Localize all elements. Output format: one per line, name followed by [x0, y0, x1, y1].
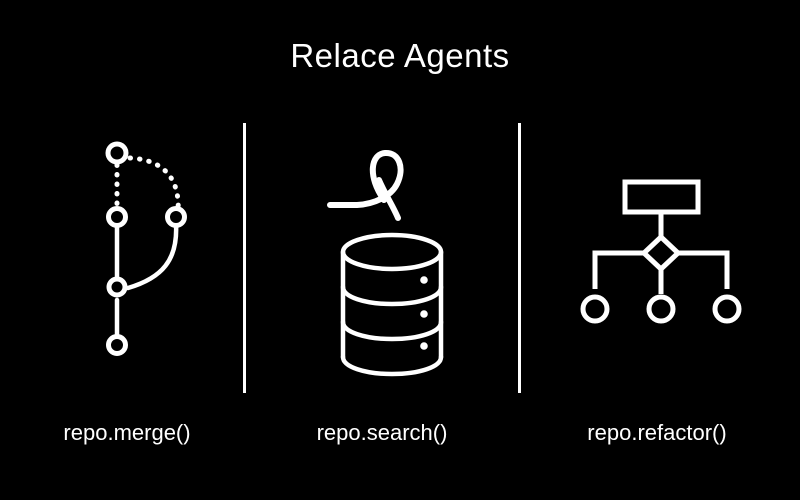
panel-refactor[interactable] — [532, 120, 782, 410]
merge-node-mid-left — [106, 206, 128, 228]
flowchart-circle-node-center — [646, 294, 676, 324]
cylinder-dot-3 — [420, 342, 428, 350]
merge-node-merge — [106, 276, 128, 298]
database-cylinder-icon — [340, 232, 444, 377]
cylinder-tier-divider-2 — [340, 319, 444, 342]
flowchart-circle-node-right — [712, 294, 742, 324]
vertical-divider-1 — [243, 123, 246, 393]
page-title: Relace Agents — [290, 37, 510, 74]
git-branch-merge-icon — [105, 141, 187, 356]
cylinder-top-ellipse — [340, 232, 444, 272]
merge-node-top — [105, 141, 129, 165]
flowchart-circle-node-left — [580, 294, 610, 324]
database-ribbon-icon — [327, 150, 444, 377]
panel-label-refactor: repo.refactor() — [587, 420, 727, 445]
merge-node-bottom — [106, 334, 128, 356]
ribbon-loop-icon — [327, 150, 404, 221]
merge-dotted-edge-branch — [127, 155, 181, 215]
panel-merge[interactable] — [2, 120, 252, 410]
merge-node-branch — [165, 206, 187, 228]
flowchart-edge-left — [592, 250, 644, 289]
flowchart-edge-right — [678, 250, 730, 289]
merge-solid-edge-merge — [125, 221, 179, 291]
cylinder-bottom-arc — [340, 354, 444, 377]
panel-label-merge: repo.merge() — [63, 420, 191, 445]
cylinder-tier-divider-1 — [340, 284, 444, 307]
flowchart-rect-node — [622, 179, 701, 215]
vertical-divider-2 — [518, 123, 521, 393]
flowchart-hierarchy-icon — [580, 179, 742, 324]
panel-label-search: repo.search() — [316, 420, 448, 445]
cylinder-dot-2 — [420, 310, 428, 318]
panel-search[interactable] — [257, 120, 507, 410]
flowchart-diamond-node — [641, 234, 681, 272]
cylinder-dot-1 — [420, 276, 428, 284]
